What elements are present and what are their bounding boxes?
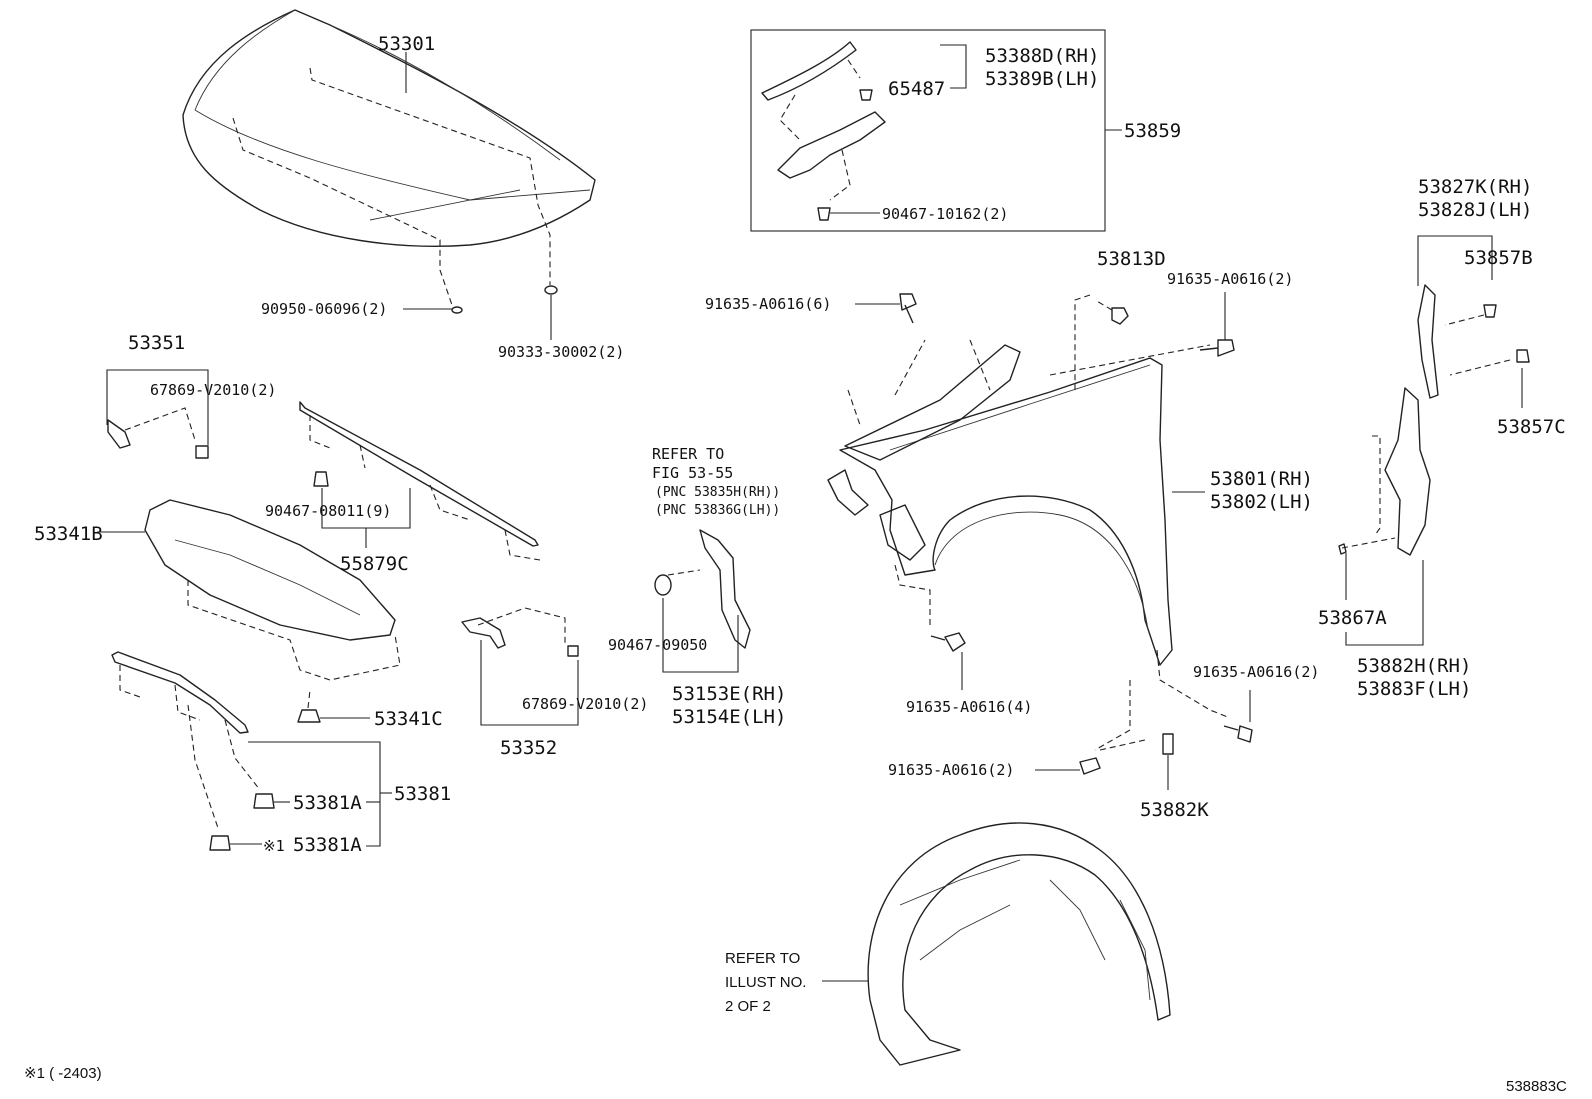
label-clip-67869-top: 67869-V2010(2) [150,381,276,399]
label-clip-90467-09050: 90467-09050 [608,636,707,654]
hood-support-icon [544,285,558,295]
bolt-top-right-icon [1199,339,1235,357]
clip-67869-top-icon [195,445,209,459]
refer-illust-line3: 2 OF 2 [725,998,771,1015]
clip-90467-08011-icon [313,471,329,487]
clip-53381a-1-icon [253,793,275,809]
label-bracket-lh: 53154E(LH) [672,706,786,728]
label-bolt-top-left: 91635-A0616(6) [705,295,831,313]
hood-insulator-part [144,499,396,641]
label-fender-lh: 53802(LH) [1210,491,1313,513]
label-seal-lh: 53389B(LH) [985,68,1099,90]
hood-part [182,9,596,247]
clip-53381a-2-icon [209,835,231,851]
hood-lock-53351-part [107,419,131,449]
plate-53882k-icon [1162,733,1174,755]
footnote: ※1 ( -2403) [24,1065,102,1082]
fender-bracket-part [699,529,751,649]
label-clip-90467-10162: 90467-10162(2) [882,205,1008,223]
label-clip-53381a-1: 53381A [293,792,362,814]
label-bolt-bottom: 91635-A0616(2) [888,761,1014,779]
label-clip-67869-bottom: 67869-V2010(2) [522,695,648,713]
label-retainer-b: 53857B [1464,247,1533,269]
clip-53341c-icon [297,709,321,723]
seal-53867a-icon [1338,543,1347,555]
label-bracket-rh: 53153E(RH) [672,683,786,705]
label-hood-support: 90333-30002(2) [498,343,624,361]
retainer-b-icon [1483,304,1497,318]
bolt-top-left-icon [899,293,917,324]
hood-lock-53352-part [461,617,506,649]
label-hood: 53301 [378,33,435,55]
seal-bracket-part [777,111,886,179]
clip-67869-bottom-icon [567,645,579,657]
hood-seal-53381-part [111,651,249,734]
refer-fig-line3: (PNC 53835H(RH)) [655,485,780,500]
side-panel-part [1384,387,1431,556]
side-seal-part [1417,284,1439,399]
clip-90467-09050-icon [654,574,672,596]
label-panel-rh: 53882H(RH) [1357,655,1471,677]
label-bolt-mid: 91635-A0616(4) [906,698,1032,716]
cushion-icon [451,306,463,314]
label-seal-53381: 53381 [394,783,451,805]
hood-seal-part [761,41,857,101]
label-clip-53341c: 53341C [374,708,443,730]
fender-liner-bracket-icon [827,469,869,516]
refer-fig-line4: (PNC 53836G(LH)) [655,503,780,518]
bolt-mid-icon [930,632,966,652]
label-clip-65487: 65487 [888,78,945,100]
label-seal-assembly: 53859 [1124,120,1181,142]
label-seal-rh: 53388D(RH) [985,45,1099,67]
bolt-right-icon [1223,725,1253,743]
refer-fig-line2: FIG 53-55 [652,464,733,482]
label-hood-lock-53351: 53351 [128,332,185,354]
stop-53813d-icon [1111,307,1129,325]
label-strip-55879c: 55879C [340,553,409,575]
label-stop-53813d: 53813D [1097,248,1166,270]
label-insulator-53341b: 53341B [34,523,103,545]
label-fender-rh: 53801(RH) [1210,468,1313,490]
label-clip-90467-08011: 90467-08011(9) [265,502,391,520]
label-side-seal-rh: 53827K(RH) [1418,176,1532,198]
fender-liner-part [867,822,1171,1066]
label-bolt-top-right: 91635-A0616(2) [1167,270,1293,288]
label-bolt-right: 91635-A0616(2) [1193,663,1319,681]
clip-65487-icon [859,89,873,101]
fender-mount-tab [879,504,926,561]
label-side-seal-lh: 53828J(LH) [1418,199,1532,221]
label-hood-lock-53352: 53352 [500,737,557,759]
bolt-bottom-icon [1079,757,1101,775]
refer-illust-line1: REFER TO [725,950,800,967]
fender-part [839,344,1173,666]
label-clip-53381a-2: 53381A [293,834,362,856]
label-cushion: 90950-06096(2) [261,300,387,318]
hood-strip-part [299,401,539,547]
label-panel-lh: 53883F(LH) [1357,678,1471,700]
retainer-c-icon [1516,349,1530,363]
refer-illust-line2: ILLUST NO. [725,974,806,991]
clip-90467-icon [817,207,831,221]
label-retainer-c: 53857C [1497,416,1566,438]
diagram-code: 538883C [1506,1078,1567,1095]
label-plate-53882k: 53882K [1140,799,1209,821]
label-seal-53867a: 53867A [1318,607,1387,629]
refer-fig-line1: REFER TO [652,445,724,463]
note-mark: ※1 [263,837,285,855]
fender-bracket-top [844,344,1021,461]
